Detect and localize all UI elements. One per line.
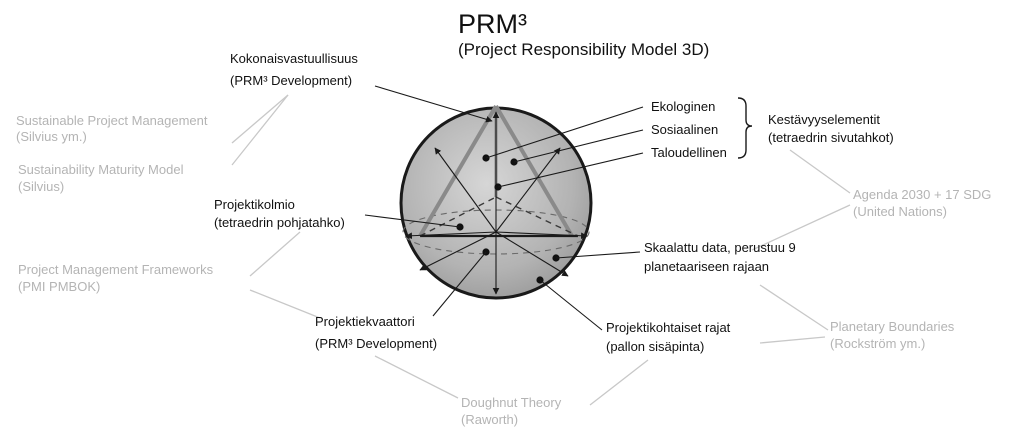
label-projektiekvaattori-line1: Projektiekvaattori (315, 314, 415, 329)
label-projektikolmio-line2: (tetraedrin pohjatahko) (214, 215, 345, 230)
label-taloudellinen: Taloudellinen (651, 145, 727, 160)
connector-pm-frameworks-upper (249, 231, 301, 277)
connector-pm-frameworks-lower (249, 289, 321, 319)
label-kestavyys-line2: (tetraedrin sivutahkot) (768, 130, 894, 145)
ext-sustainable-pm-line1: Sustainable Project Management (16, 113, 208, 128)
labels: Kokonaisvastuullisuus (PRM³ Development)… (214, 51, 894, 354)
leader-ekologinen (485, 106, 644, 159)
leader-sosiaalinen (513, 129, 644, 163)
vector-upper-right (495, 147, 561, 233)
diagram-title: PRM³ (458, 9, 527, 39)
leader-kokonaisvastuullisuus (374, 85, 493, 123)
leader-ekvaattori (432, 251, 487, 317)
ext-doughnut-line2: (Raworth) (461, 412, 518, 427)
ext-sustainable-pm-line2: (Silvius ym.) (16, 129, 87, 144)
tetra-base-back-left (419, 196, 497, 237)
label-leaders (364, 85, 644, 331)
connector-agenda-upper (789, 149, 851, 194)
ext-agenda-line1: Agenda 2030 + 17 SDG (853, 187, 991, 202)
label-kokonaisvastuullisuus-line2: (PRM³ Development) (230, 73, 352, 88)
tetra-base-back-right (495, 196, 579, 237)
inner-vectors (405, 111, 588, 295)
connector-maturity-model (231, 94, 289, 166)
tetra-edge-right (494, 104, 574, 238)
vector-upper-left (434, 147, 497, 233)
external-connectors (231, 94, 851, 406)
diagram-subtitle: (Project Responsibility Model 3D) (458, 40, 709, 59)
label-ekologinen: Ekologinen (651, 99, 715, 114)
connector-doughnut-right (589, 359, 649, 406)
external-labels: Sustainable Project Management (Silvius … (16, 113, 991, 427)
connector-sustainable-pm (231, 94, 289, 144)
vector-right (495, 231, 588, 240)
ext-maturity-model-line1: Sustainability Maturity Model (18, 162, 184, 177)
ext-maturity-model-line2: (Silvius) (18, 179, 64, 194)
ext-doughnut-line1: Doughnut Theory (461, 395, 562, 410)
ext-planetary-line2: (Rockström ym.) (830, 336, 925, 351)
connector-agenda-lower (751, 204, 851, 251)
sustainability-bracket (737, 97, 753, 159)
label-kokonaisvastuullisuus-line1: Kokonaisvastuullisuus (230, 51, 358, 66)
leader-taloudellinen (497, 152, 644, 188)
vector-lower-left (419, 231, 497, 271)
equator-ellipse (402, 209, 590, 255)
leader-projektikolmio (364, 214, 461, 228)
vector-lower-right (495, 231, 569, 277)
ext-planetary-line1: Planetary Boundaries (830, 319, 955, 334)
label-kestavyys-line1: Kestävyyselementit (768, 112, 880, 127)
connector-doughnut-left (374, 355, 459, 399)
leader-rajat (539, 279, 603, 331)
connector-planetary-left (759, 336, 826, 344)
label-skaalattu-line1: Skaalattu data, perustuu 9 (644, 240, 796, 255)
label-projektikohtaiset-line1: Projektikohtaiset rajat (606, 320, 731, 335)
ext-pm-frameworks-line2: (PMI PMBOK) (18, 279, 100, 294)
ext-agenda-line2: (United Nations) (853, 204, 947, 219)
ext-pm-frameworks-line1: Project Management Frameworks (18, 262, 214, 277)
tetra-edge-left (418, 104, 498, 238)
label-skaalattu-line2: planetaariseen rajaan (644, 259, 769, 274)
leader-skaalattu (555, 251, 641, 259)
label-projektikohtaiset-line2: (pallon sisäpinta) (606, 339, 704, 354)
label-projektikolmio-line1: Projektikolmio (214, 197, 295, 212)
connector-planetary-upper (759, 284, 829, 331)
label-projektiekvaattori-line2: (PRM³ Development) (315, 336, 437, 351)
label-sosiaalinen: Sosiaalinen (651, 122, 718, 137)
vector-left (405, 231, 497, 240)
